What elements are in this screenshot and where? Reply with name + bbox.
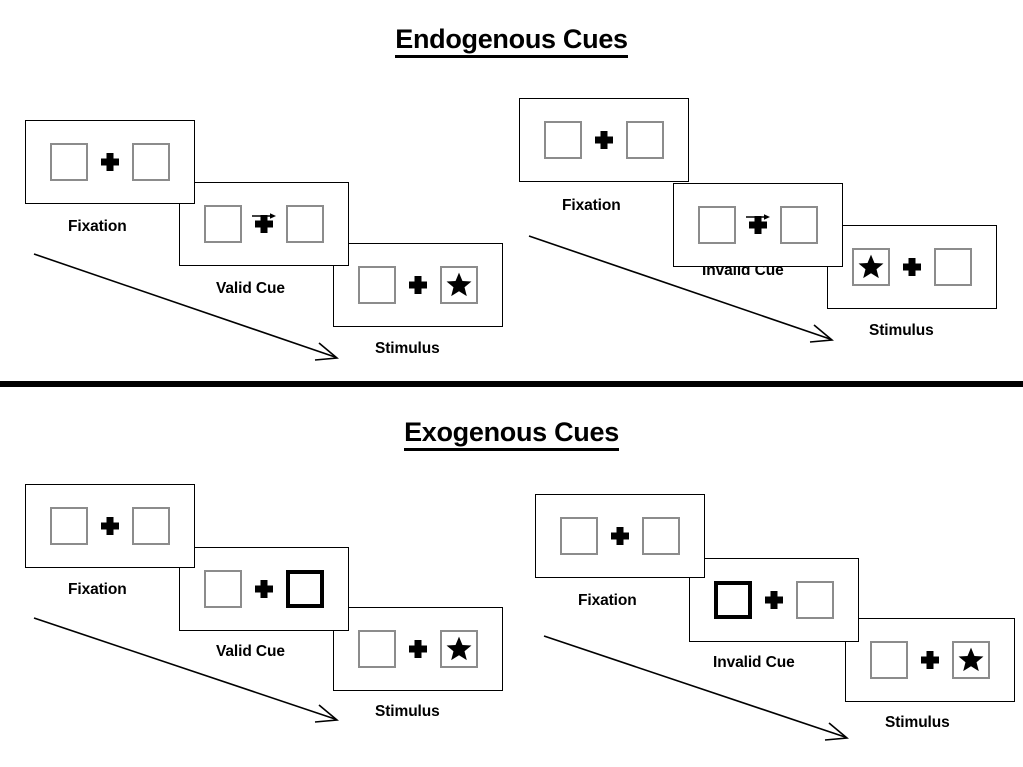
endogenous-valid-timeline-arrow (33, 253, 339, 361)
cue-box-right-highlight (286, 570, 324, 608)
star-target-icon (958, 647, 984, 672)
placeholder-box-right (132, 507, 170, 545)
frame-endogenous-valid-cue (179, 182, 349, 266)
caption-exogenous-valid-cue: Valid Cue (216, 643, 285, 660)
fixation-cross-icon (611, 527, 629, 545)
placeholder-box-right (286, 205, 324, 243)
placeholder-box-right (626, 121, 664, 159)
fixation-cross-wrap (582, 116, 626, 164)
frame-endogenous-valid-stimulus (333, 243, 503, 327)
placeholder-box-left (870, 641, 908, 679)
target-box-right (440, 266, 478, 304)
caption-exogenous-invalid-fixation: Fixation (578, 592, 637, 609)
target-box-right (440, 630, 478, 668)
fixation-cross-icon (595, 131, 613, 149)
caption-endogenous-valid-fixation: Fixation (68, 218, 127, 235)
fixation-cross-icon (903, 258, 921, 276)
caption-endogenous-invalid-stimulus: Stimulus (869, 322, 934, 339)
fixation-cross-wrap (242, 200, 286, 248)
target-box-left (852, 248, 890, 286)
fixation-cross-wrap (736, 201, 780, 249)
frame-endogenous-valid-fixation (25, 120, 195, 204)
placeholder-box-left (560, 517, 598, 555)
placeholder-box-left (358, 630, 396, 668)
fixation-cross-wrap (752, 576, 796, 624)
section-title-exogenous-text: Exogenous Cues (404, 417, 619, 452)
frame-endogenous-invalid-stimulus (827, 225, 997, 309)
placeholder-box-right (796, 581, 834, 619)
caption-endogenous-invalid-fixation: Fixation (562, 197, 621, 214)
star-target-icon (446, 636, 472, 661)
frame-exogenous-valid-fixation (25, 484, 195, 568)
fixation-cross-icon (409, 640, 427, 658)
placeholder-box-left (204, 570, 242, 608)
caption-exogenous-invalid-cue: Invalid Cue (713, 654, 795, 671)
arrow-right-cue-icon (746, 214, 770, 220)
cue-box-left-highlight (714, 581, 752, 619)
exogenous-valid-timeline-arrow (33, 617, 339, 723)
fixation-cross-wrap (88, 502, 132, 550)
section-title-endogenous: Endogenous Cues (0, 24, 1023, 59)
fixation-cross-wrap (88, 138, 132, 186)
fixation-cross-icon (765, 591, 783, 609)
frame-endogenous-invalid-cue (673, 183, 843, 267)
caption-exogenous-valid-stimulus: Stimulus (375, 703, 440, 720)
star-target-icon (446, 272, 472, 297)
placeholder-box-left (544, 121, 582, 159)
section-title-exogenous: Exogenous Cues (0, 417, 1023, 452)
endogenous-invalid-timeline-arrow (528, 235, 834, 343)
arrow-right-cue-icon (252, 213, 276, 219)
placeholder-box-left (50, 507, 88, 545)
frame-exogenous-valid-cue (179, 547, 349, 631)
fixation-cross-icon (101, 517, 119, 535)
placeholder-box-left (358, 266, 396, 304)
placeholder-box-left (204, 205, 242, 243)
section-divider (0, 381, 1023, 387)
placeholder-box-right (934, 248, 972, 286)
frame-exogenous-invalid-cue (689, 558, 859, 642)
target-box-right (952, 641, 990, 679)
section-title-endogenous-text: Endogenous Cues (395, 24, 628, 59)
placeholder-box-right (780, 206, 818, 244)
caption-exogenous-valid-fixation: Fixation (68, 581, 127, 598)
star-target-icon (858, 254, 884, 279)
caption-endogenous-valid-cue: Valid Cue (216, 280, 285, 297)
frame-endogenous-invalid-fixation (519, 98, 689, 182)
fixation-cross-icon (921, 651, 939, 669)
fixation-cross-wrap (396, 261, 440, 309)
placeholder-box-right (642, 517, 680, 555)
fixation-cross-wrap (598, 512, 642, 560)
caption-endogenous-valid-stimulus: Stimulus (375, 340, 440, 357)
frame-exogenous-invalid-fixation (535, 494, 705, 578)
placeholder-box-left (698, 206, 736, 244)
frame-exogenous-valid-stimulus (333, 607, 503, 691)
fixation-cross-wrap (396, 625, 440, 673)
fixation-cross-icon (255, 580, 273, 598)
fixation-cross-wrap (890, 243, 934, 291)
exogenous-invalid-timeline-arrow (543, 635, 849, 741)
fixation-cross-icon (746, 214, 770, 234)
caption-exogenous-invalid-stimulus: Stimulus (885, 714, 950, 731)
fixation-cross-wrap (908, 636, 952, 684)
placeholder-box-right (132, 143, 170, 181)
frame-exogenous-invalid-stimulus (845, 618, 1015, 702)
placeholder-box-left (50, 143, 88, 181)
fixation-cross-icon (252, 213, 276, 233)
fixation-cross-wrap (242, 565, 286, 613)
fixation-cross-icon (409, 276, 427, 294)
fixation-cross-icon (101, 153, 119, 171)
